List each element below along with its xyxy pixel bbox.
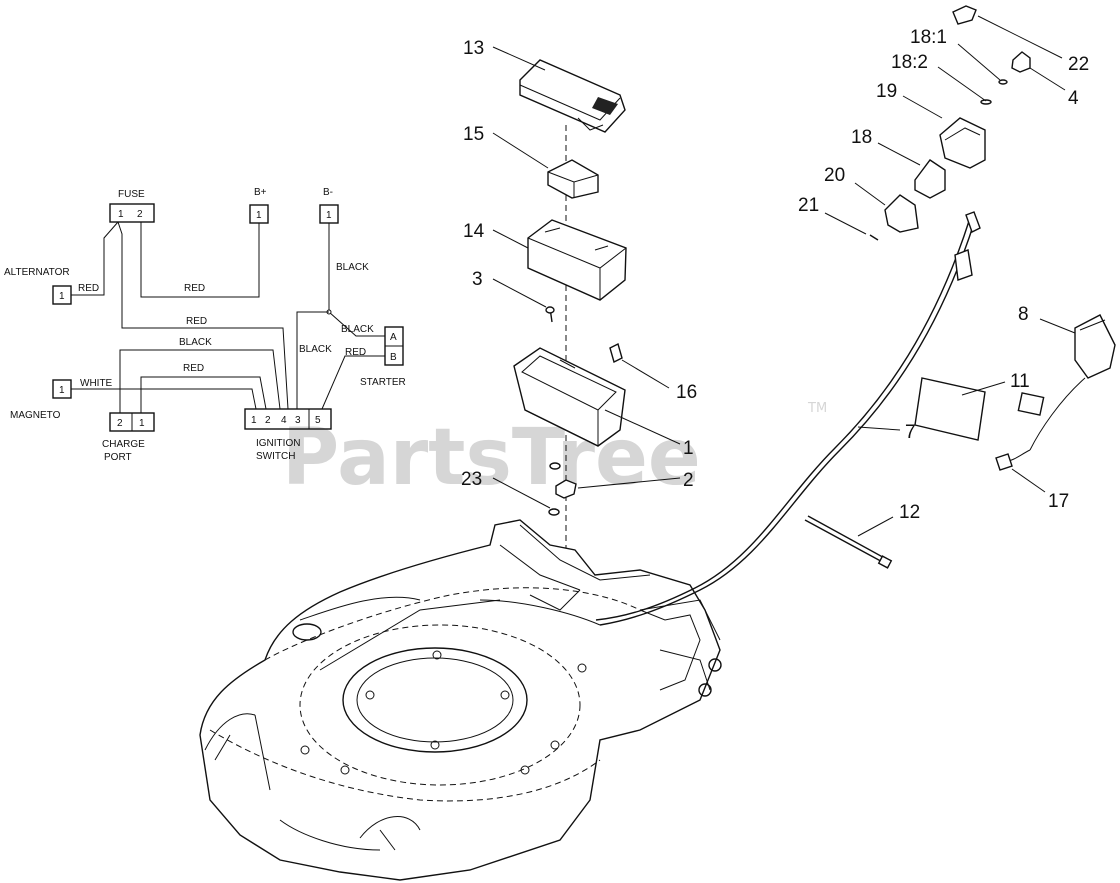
fuse-pin-1: 1 (118, 209, 124, 220)
wire-bminus-starter (328, 223, 385, 337)
callout-12: 12 (899, 502, 920, 523)
wire-label-alt-red: RED (78, 283, 99, 294)
pin (869, 234, 879, 241)
callout-23: 23 (461, 469, 482, 490)
callout-19: 19 (876, 81, 897, 102)
callout-4: 4 (1068, 88, 1079, 109)
bminus-pin: 1 (326, 210, 332, 221)
starter-pin-b: B (390, 352, 397, 363)
callout-18-1: 18:1 (910, 27, 947, 48)
ignition-switch-assembly (869, 5, 1031, 241)
wire-label-ign-black-side: BLACK (299, 344, 332, 355)
fuse-pin-2: 2 (137, 209, 143, 220)
wire-label-fuse-bplus-red: RED (184, 283, 205, 294)
callout-2: 2 (683, 470, 694, 491)
callout-18: 18 (851, 127, 872, 148)
key (1011, 51, 1031, 73)
callout-3: 3 (472, 269, 483, 290)
switch-body (914, 159, 946, 199)
charge-port-label-2: PORT (104, 452, 132, 463)
callout-8: 8 (1018, 304, 1029, 325)
key-cap (952, 5, 977, 25)
mower-deck (199, 519, 722, 881)
callout-13: 13 (463, 38, 484, 59)
ignition-pin-3: 3 (295, 415, 301, 426)
switch-housing (939, 117, 986, 169)
ignition-pin-5: 5 (315, 415, 321, 426)
fuse-connector (109, 203, 155, 223)
wiring-schematic: FUSE 1 2 B+ 1 B- 1 ALTERNATOR 1 1 MAGNET… (4, 187, 406, 463)
callout-16: 16 (676, 382, 697, 403)
bplus-label: B+ (254, 187, 267, 198)
callout-leaders (492, 15, 1076, 537)
callout-17: 17 (1048, 491, 1069, 512)
callout-22: 22 (1068, 54, 1089, 75)
bplus-pin: 1 (256, 210, 262, 221)
ignition-label-1: IGNITION (256, 438, 300, 449)
nut (555, 479, 577, 499)
callout-7: 7 (905, 422, 916, 443)
callout-11: 11 (1010, 371, 1030, 392)
wire-magneto-ignition (71, 388, 257, 410)
wire-label-fuse-ign-red: RED (186, 316, 207, 327)
battery-pad (547, 159, 599, 199)
battery (527, 219, 627, 301)
callout-21: 21 (798, 195, 819, 216)
ignition-pin-4: 4 (281, 415, 287, 426)
callout-18-2: 18:2 (891, 52, 928, 73)
charge-port-pin-1: 1 (139, 418, 145, 429)
wire-label-charge-red: RED (183, 363, 204, 374)
clip (609, 342, 623, 364)
wire-starter-ignition (321, 355, 385, 410)
callout-1: 1 (683, 438, 694, 459)
battery-assembly (513, 59, 627, 640)
charge-port-pin-2: 2 (117, 418, 123, 429)
wire-harness (479, 211, 981, 626)
wire-label-magneto-white: WHITE (80, 378, 113, 389)
screw (545, 306, 555, 323)
wire-fuse-ignition (117, 221, 289, 410)
clip-18-1 (998, 79, 1008, 85)
switch-boot (884, 194, 919, 233)
wire-fuse-bplus (140, 222, 260, 298)
wire-label-starter-red: RED (345, 347, 366, 358)
watermark-tm: TM (807, 401, 827, 416)
magneto-label: MAGNETO (10, 410, 61, 421)
decal (914, 377, 986, 441)
ignition-pin-1: 1 (251, 415, 257, 426)
battery-tray (513, 347, 626, 447)
bminus-label: B- (323, 187, 333, 198)
washer-1 (549, 462, 561, 470)
battery-charger (995, 314, 1116, 471)
watermark: PartsTree (282, 413, 701, 503)
clip-18-2 (980, 99, 992, 105)
callouts: 13 15 14 3 16 1 2 23 7 12 11 8 17 18 19 … (461, 27, 1089, 523)
callout-20: 20 (824, 165, 845, 186)
starter-label: STARTER (360, 377, 406, 388)
wire-charge-ignition-black (119, 349, 281, 413)
cable-tie (804, 515, 893, 569)
fuse-label: FUSE (118, 189, 145, 200)
callout-15: 15 (463, 124, 484, 145)
alternator-label: ALTERNATOR (4, 267, 70, 278)
callout-14: 14 (463, 221, 485, 242)
battery-cover (519, 59, 626, 133)
washer-2 (548, 508, 560, 516)
alternator-pin: 1 (59, 291, 65, 302)
wire-label-ign-black-top: BLACK (179, 337, 212, 348)
ignition-pin-2: 2 (265, 415, 271, 426)
starter-pin-a: A (390, 332, 397, 343)
wire-label-bminus-black: BLACK (336, 262, 369, 273)
magneto-pin: 1 (59, 385, 65, 396)
wire-charge-ignition-red (140, 376, 267, 413)
wire-bminus-ignition (296, 311, 329, 409)
charge-port-label-1: CHARGE (102, 439, 145, 450)
wire-alternator-fuse (71, 221, 119, 296)
ignition-label-2: SWITCH (256, 451, 295, 462)
wire-label-starter-black: BLACK (341, 324, 374, 335)
